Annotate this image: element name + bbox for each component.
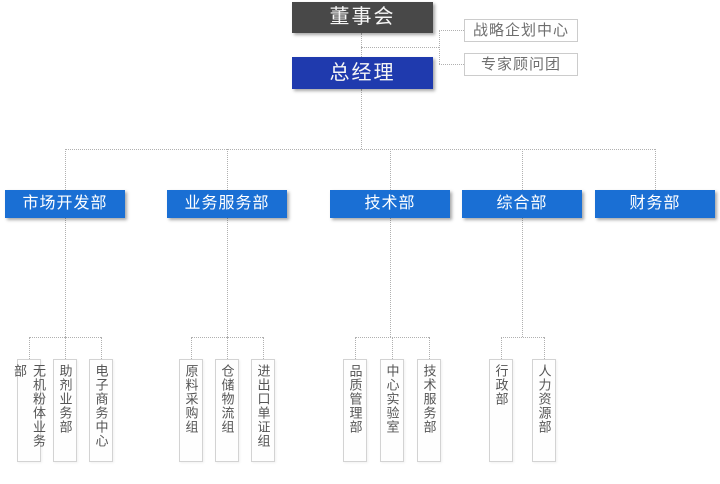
node-additive-business: 助剂业务部 — [53, 359, 77, 462]
connector-drop-market — [65, 218, 66, 337]
child-label: 人力资源部 — [536, 364, 552, 434]
connector-drop-tech — [390, 218, 391, 337]
connector-dept-stub-1 — [65, 149, 66, 190]
connector-child-stub — [355, 337, 356, 359]
connector-staff-stub-planning — [439, 30, 464, 31]
connector-dept-stub-3 — [390, 149, 391, 190]
connector-gm-drop — [361, 89, 362, 149]
connector-dept-stub-4 — [522, 149, 523, 190]
connector-child-stub — [191, 337, 192, 359]
node-technical-service: 技术服务部 — [417, 359, 441, 462]
node-dept-finance: 财务部 — [595, 190, 715, 218]
node-general-manager: 总经理 — [292, 57, 433, 89]
connector-dept-rail — [65, 149, 655, 150]
connector-child-stub — [227, 337, 228, 359]
child-label: 行政部 — [493, 364, 509, 406]
connector-child-rail-general — [501, 337, 544, 338]
child-label: 中心实验室 — [384, 364, 400, 434]
child-label: 原料采购组 — [183, 364, 199, 434]
connector-dept-stub-2 — [227, 149, 228, 190]
node-ecommerce-center: 电子商务中心 — [89, 359, 113, 462]
connector-child-stub — [263, 337, 264, 359]
connector-child-stub — [101, 337, 102, 359]
node-dept-business-service: 业务服务部 — [167, 190, 287, 218]
child-label: 仓储物流组 — [219, 364, 235, 434]
child-label: 电子商务中心 — [93, 364, 109, 448]
connector-dept-stub-5 — [655, 149, 656, 190]
connector-child-stub — [429, 337, 430, 359]
connector-child-stub — [65, 337, 66, 359]
child-label: 进出口单证组 — [255, 364, 271, 448]
node-dept-technology: 技术部 — [330, 190, 450, 218]
node-administration: 行政部 — [489, 359, 513, 462]
node-strategic-planning-center: 战略企划中心 — [464, 19, 578, 42]
child-label: 品质管理部 — [347, 364, 363, 434]
connector-staff-spine — [439, 30, 440, 64]
connector-child-stub — [544, 337, 545, 359]
child-label: 技术服务部 — [421, 364, 437, 434]
node-inorganic-powder-business: 无机粉体业务部 — [12, 359, 46, 462]
child-label: 无机粉体业务部 — [12, 364, 46, 448]
node-quality-management: 品质管理部 — [343, 359, 367, 462]
node-dept-market-development: 市场开发部 — [5, 190, 125, 218]
connector-staff-branch — [361, 47, 439, 48]
connector-staff-stub-advisors — [439, 64, 464, 65]
node-warehouse-logistics: 仓储物流组 — [215, 359, 239, 462]
connector-child-stub — [29, 337, 30, 359]
connector-drop-service — [227, 218, 228, 337]
node-human-resources: 人力资源部 — [532, 359, 556, 462]
node-import-export-documents: 进出口单证组 — [251, 359, 275, 462]
connector-child-stub — [501, 337, 502, 359]
node-expert-advisory-group: 专家顾问团 — [464, 53, 578, 76]
connector-child-stub — [392, 337, 393, 359]
node-raw-material-purchasing: 原料采购组 — [179, 359, 203, 462]
connector-drop-general — [522, 218, 523, 337]
node-central-laboratory: 中心实验室 — [380, 359, 404, 462]
connector-board-to-gm — [361, 33, 362, 57]
node-board-of-directors: 董事会 — [292, 2, 433, 33]
child-label: 助剂业务部 — [57, 364, 73, 434]
node-dept-general-affairs: 综合部 — [462, 190, 582, 218]
